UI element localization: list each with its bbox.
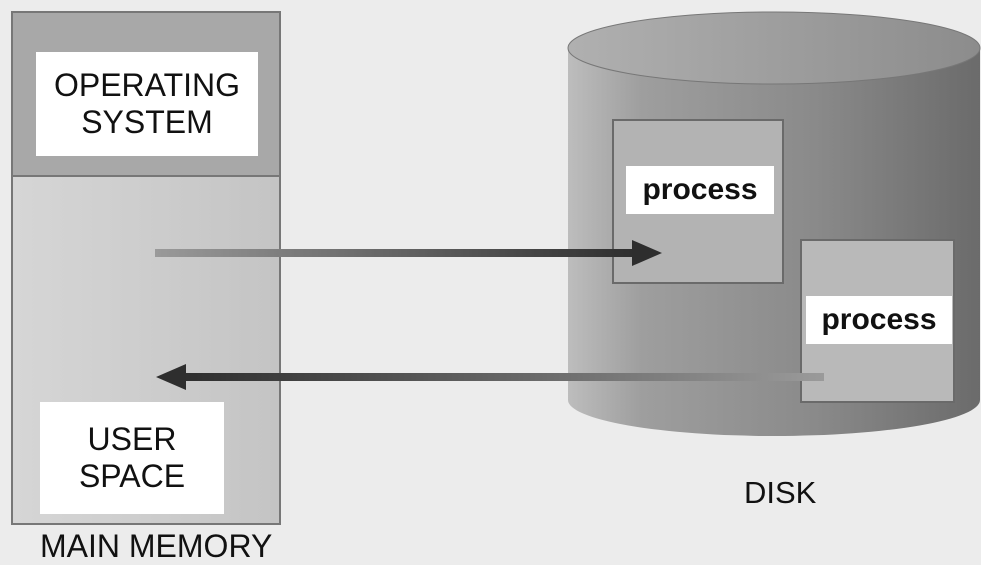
main-memory-caption: MAIN MEMORY — [40, 528, 273, 564]
swap-in-arrow — [156, 364, 824, 390]
swap-in-arrow-head — [156, 364, 186, 390]
operating-system-label: OPERATING SYSTEM — [36, 52, 258, 156]
swap-out-arrow-head — [632, 240, 662, 266]
swap-out-arrow — [155, 240, 662, 266]
disk-process-bottom-label: process — [806, 296, 952, 344]
disk — [567, 11, 981, 436]
disk-cylinder-top — [567, 11, 981, 85]
disk-caption: DISK — [744, 475, 817, 510]
disk-process-top-label: process — [626, 166, 774, 214]
user-space-label: USER SPACE — [40, 402, 224, 514]
swap-in-arrow-shaft — [182, 373, 824, 381]
swap-out-arrow-shaft — [155, 249, 635, 257]
